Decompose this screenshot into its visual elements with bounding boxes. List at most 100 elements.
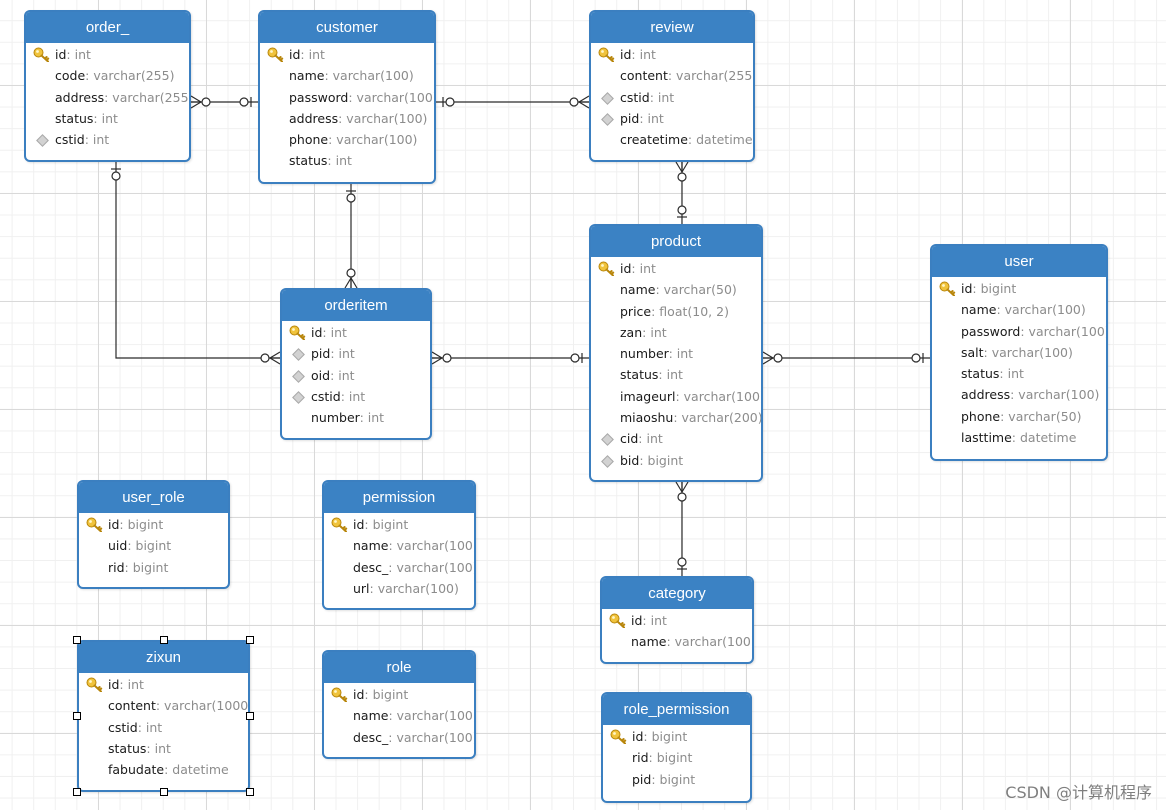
entity-title[interactable]: category	[602, 578, 752, 609]
field-row[interactable]: id: int	[591, 258, 761, 279]
field-row[interactable]: address: varchar(100)	[932, 384, 1106, 405]
resize-handle[interactable]	[73, 636, 81, 644]
field-row[interactable]: name: varchar(100)	[324, 705, 474, 726]
field-row[interactable]: id: int	[260, 44, 434, 65]
resize-handle[interactable]	[159, 636, 168, 644]
field-row[interactable]: bid: bigint	[591, 450, 761, 471]
field-name: code	[55, 68, 86, 84]
field-row[interactable]: name: varchar(100)	[932, 299, 1106, 320]
field-row[interactable]: rid: bigint	[79, 557, 228, 578]
entity-title[interactable]: orderitem	[282, 290, 430, 321]
field-row[interactable]: status: int	[79, 738, 248, 759]
resize-handle[interactable]	[73, 788, 81, 796]
entity-title[interactable]: user_role	[79, 482, 228, 513]
entity-title[interactable]: review	[591, 12, 753, 43]
crows-foot	[269, 357, 281, 365]
field-row[interactable]: id: int	[602, 610, 752, 631]
field-row[interactable]: number: int	[282, 407, 430, 428]
field-row[interactable]: id: bigint	[324, 684, 474, 705]
field-row[interactable]: id: bigint	[324, 514, 474, 535]
field-type: : int	[322, 325, 347, 340]
field-row[interactable]: status: int	[932, 363, 1106, 384]
entity-title[interactable]: zixun	[79, 642, 248, 673]
field-row[interactable]: id: int	[591, 44, 753, 65]
resize-handle[interactable]	[73, 712, 81, 720]
field-row[interactable]: url: varchar(100)	[324, 578, 474, 599]
field-row[interactable]: cstid: int	[591, 87, 753, 108]
optional-circle	[346, 268, 356, 278]
entity-title[interactable]: order_	[26, 12, 189, 43]
field-name: id	[620, 47, 632, 62]
field-type: : int	[137, 719, 163, 735]
entity-title[interactable]: customer	[260, 12, 434, 43]
field-row[interactable]: id: bigint	[932, 278, 1106, 299]
field-row[interactable]: id: bigint	[79, 514, 228, 535]
field-row[interactable]: phone: varchar(50)	[932, 406, 1106, 427]
field-row[interactable]: name: varchar(100)	[260, 65, 434, 86]
entity-title[interactable]: permission	[324, 482, 474, 513]
field-type: : int	[642, 613, 667, 628]
field-row[interactable]: oid: int	[282, 365, 430, 386]
field-row[interactable]: salt: varchar(100)	[932, 342, 1106, 363]
entity-title[interactable]: role	[324, 652, 474, 683]
field-row[interactable]: zan: int	[591, 322, 761, 343]
field-row[interactable]: name: varchar(100)	[324, 535, 474, 556]
field-row[interactable]: price: float(10, 2)	[591, 301, 761, 322]
field-row[interactable]: code: varchar(255)	[26, 65, 189, 86]
field-row[interactable]: pid: bigint	[603, 769, 750, 790]
resize-handle[interactable]	[246, 636, 254, 644]
field-row[interactable]: lasttime: datetime	[932, 427, 1106, 448]
entity-title[interactable]: product	[591, 226, 761, 257]
resize-handle[interactable]	[246, 788, 254, 796]
field-row[interactable]: desc_: varchar(100)	[324, 557, 474, 578]
field-row[interactable]: desc_: varchar(100)	[324, 727, 474, 748]
entity-title[interactable]: role_permission	[603, 694, 750, 725]
field-row[interactable]: name: varchar(50)	[591, 279, 761, 300]
field-row[interactable]: id: bigint	[603, 726, 750, 747]
field-row[interactable]: rid: bigint	[603, 747, 750, 768]
field-row[interactable]: password: varchar(100)	[260, 87, 434, 108]
field-row[interactable]: pid: int	[591, 108, 753, 129]
field-row[interactable]: id: int	[282, 322, 430, 343]
entity-title[interactable]: user	[932, 246, 1106, 277]
field-row[interactable]: address: varchar(100)	[260, 108, 434, 129]
field-row[interactable]: address: varchar(255)	[26, 87, 189, 108]
field-row[interactable]: id: int	[26, 44, 189, 65]
field-row[interactable]: cstid: int	[26, 129, 189, 150]
field-row[interactable]: imageurl: varchar(100)	[591, 386, 761, 407]
field-row[interactable]: status: int	[260, 150, 434, 171]
field-name: cstid	[55, 132, 85, 148]
field-row[interactable]: miaoshu: varchar(200)	[591, 407, 761, 428]
field-row[interactable]: uid: bigint	[79, 535, 228, 556]
field-row[interactable]: createtime: datetime	[591, 129, 753, 150]
field-row[interactable]: cid: int	[591, 428, 761, 449]
field-row[interactable]: content: varchar(1000)	[79, 695, 248, 716]
field-name: id	[961, 281, 973, 296]
field-row[interactable]: pid: int	[282, 343, 430, 364]
field-row[interactable]: id: int	[79, 674, 248, 695]
resize-handle[interactable]	[159, 788, 168, 796]
field-row[interactable]: cstid: int	[282, 386, 430, 407]
field-row[interactable]: number: int	[591, 343, 761, 364]
field-row[interactable]: name: varchar(100)	[602, 631, 752, 652]
field-row[interactable]: status: int	[591, 364, 761, 385]
field-row[interactable]: password: varchar(100)	[932, 321, 1106, 342]
field-row[interactable]: status: int	[26, 108, 189, 129]
field-row[interactable]: fabudate: datetime	[79, 759, 248, 780]
resize-handle[interactable]	[246, 712, 254, 720]
field-row[interactable]: content: varchar(255)	[591, 65, 753, 86]
field-row[interactable]: phone: varchar(100)	[260, 129, 434, 150]
field-row[interactable]: cstid: int	[79, 717, 248, 738]
